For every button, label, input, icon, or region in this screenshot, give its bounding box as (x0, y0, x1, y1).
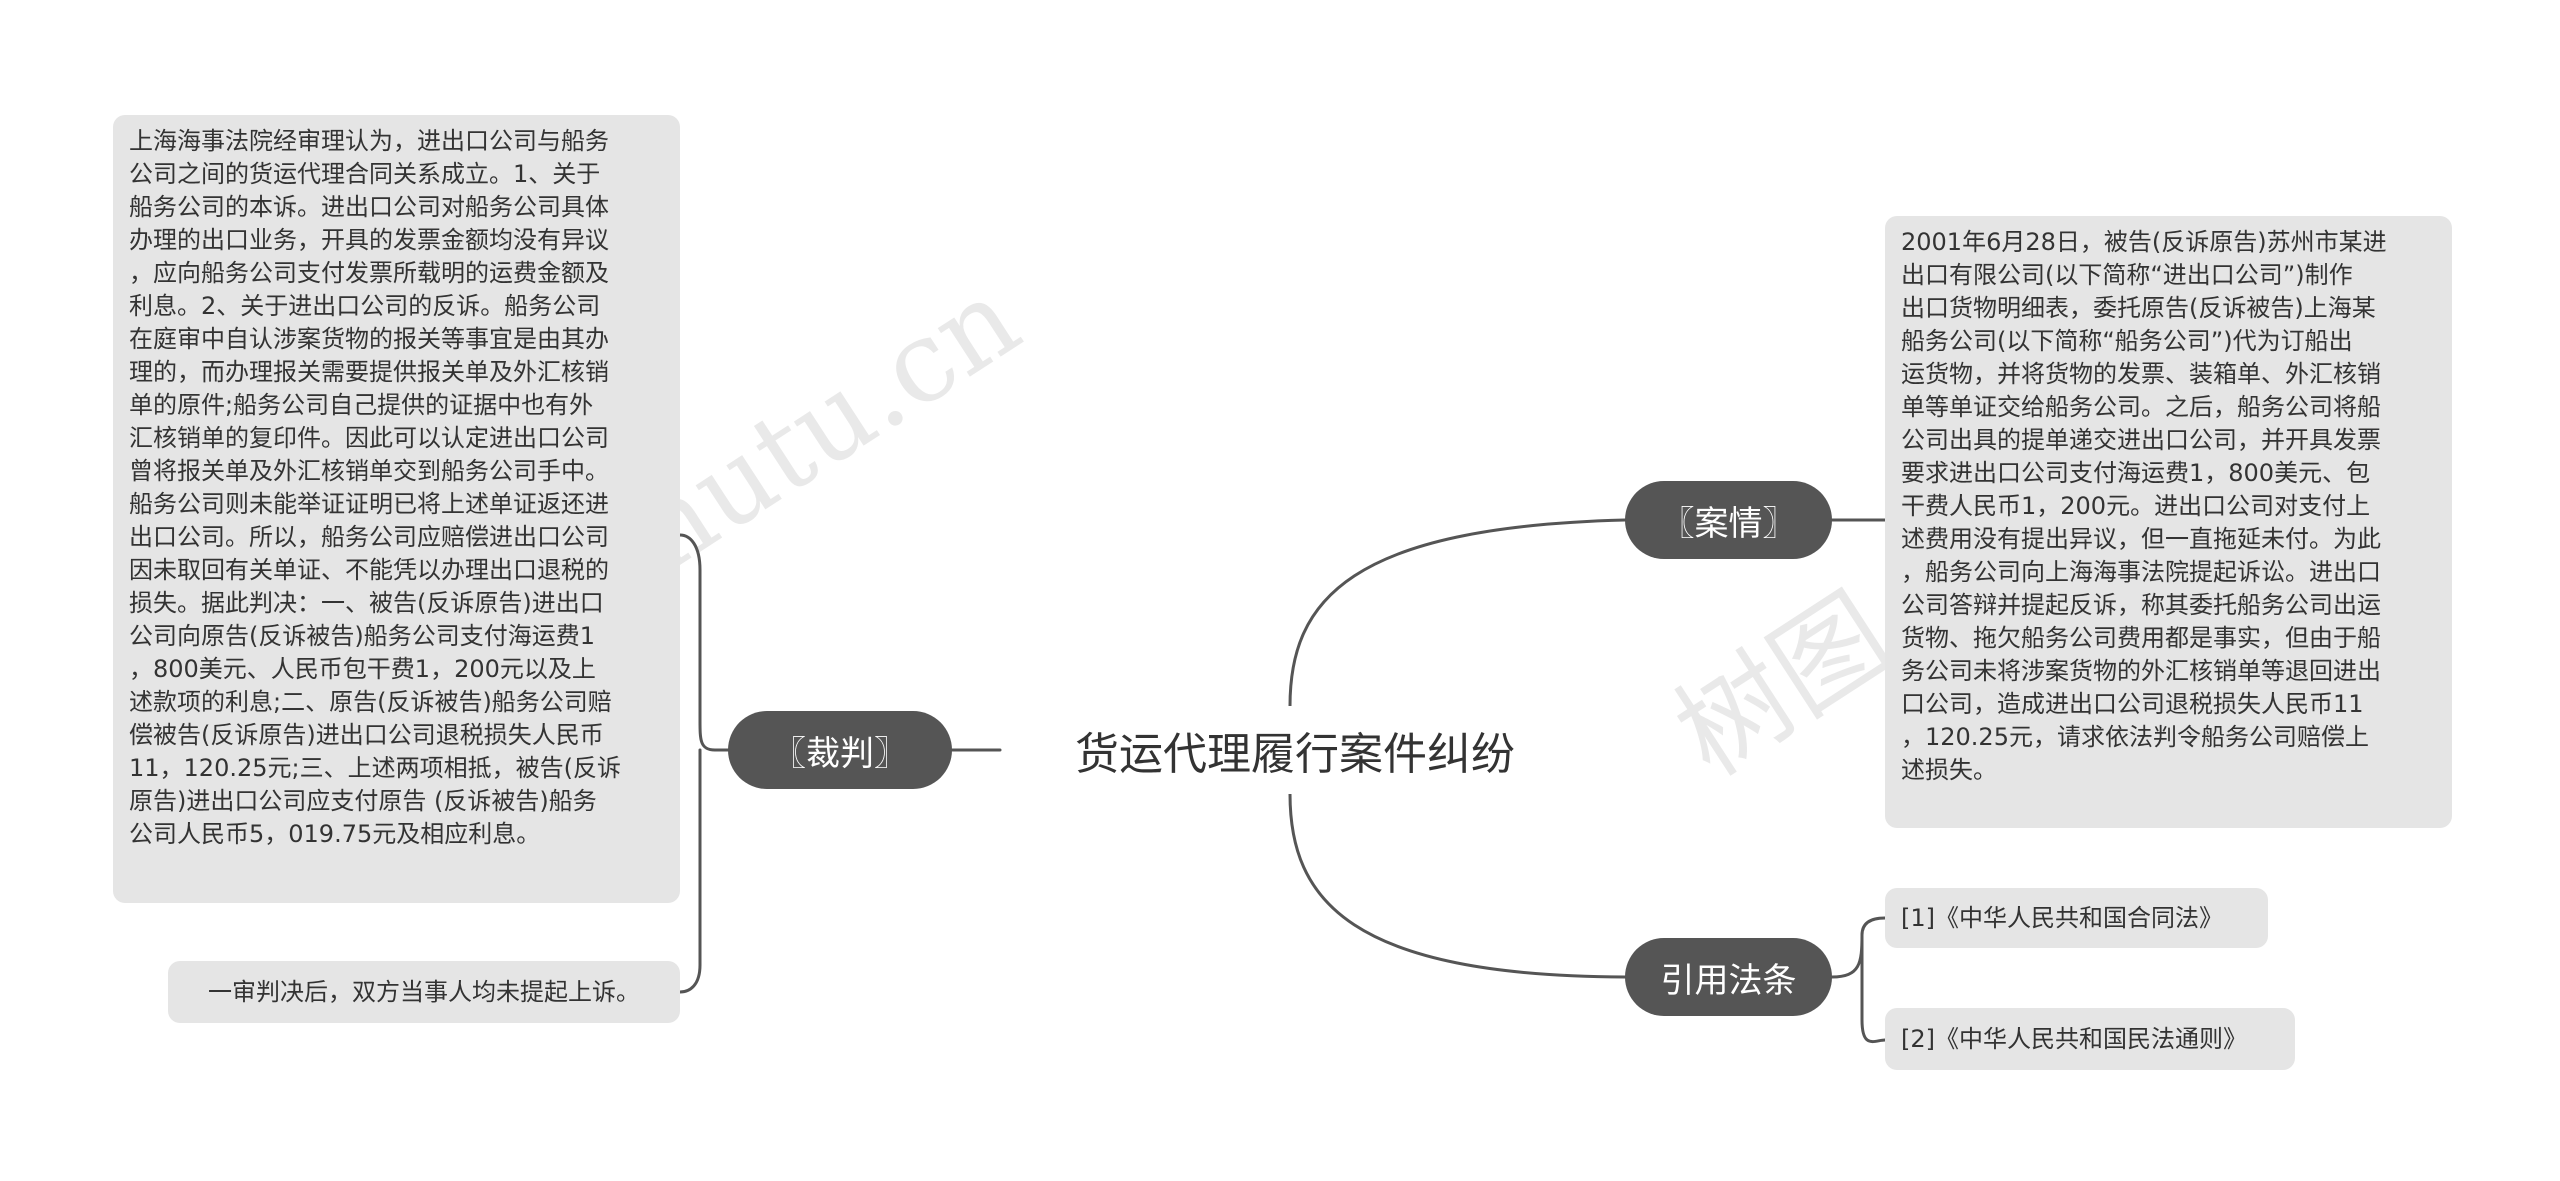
judgment-text: 上海海事法院经审理认为，进出口公司与船务 公司之间的货运代理合同关系成立。1、关… (113, 115, 680, 903)
branch-case-facts[interactable]: 〖案情〗 (1625, 481, 1832, 559)
connector-judgment-leaves (678, 533, 730, 994)
branch-judgment[interactable]: 〖裁判〗 (728, 711, 952, 789)
judgment-note: 一审判决后，双方当事人均未提起上诉。 (168, 961, 680, 1023)
law-item-2[interactable]: [2]《中华人民共和国民法通则》 (1885, 1008, 2295, 1070)
law-item-1[interactable]: [1]《中华人民共和国合同法》 (1885, 888, 2268, 948)
connector-root-case-facts (1288, 518, 1627, 708)
connector-root-laws (1288, 792, 1627, 979)
connector-laws-items (1830, 916, 1887, 1044)
branch-laws[interactable]: 引用法条 (1625, 938, 1832, 1016)
root-topic[interactable]: 货运代理履行案件纠纷 (1012, 706, 1578, 794)
case-facts-text: 2001年6月28日，被告(反诉原告)苏州市某进 出口有限公司(以下简称“进出口… (1885, 216, 2452, 828)
